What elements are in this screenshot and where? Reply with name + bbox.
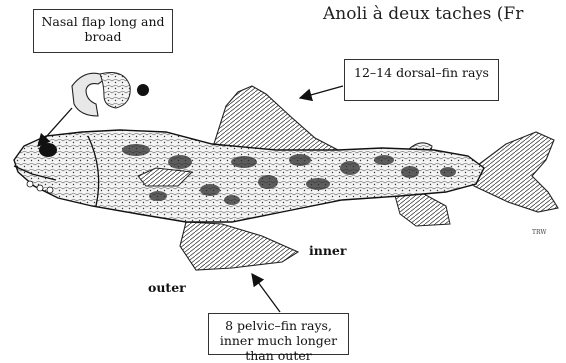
pelvic-fin [180, 222, 298, 270]
pelvic-arrow [252, 274, 280, 312]
nostril-dot-icon [137, 84, 149, 96]
nasal-flap-icon [72, 73, 104, 116]
anal-fin [394, 192, 450, 226]
eye [39, 143, 57, 157]
caudal-fin [474, 132, 558, 212]
dorsal-arrow [300, 86, 343, 98]
